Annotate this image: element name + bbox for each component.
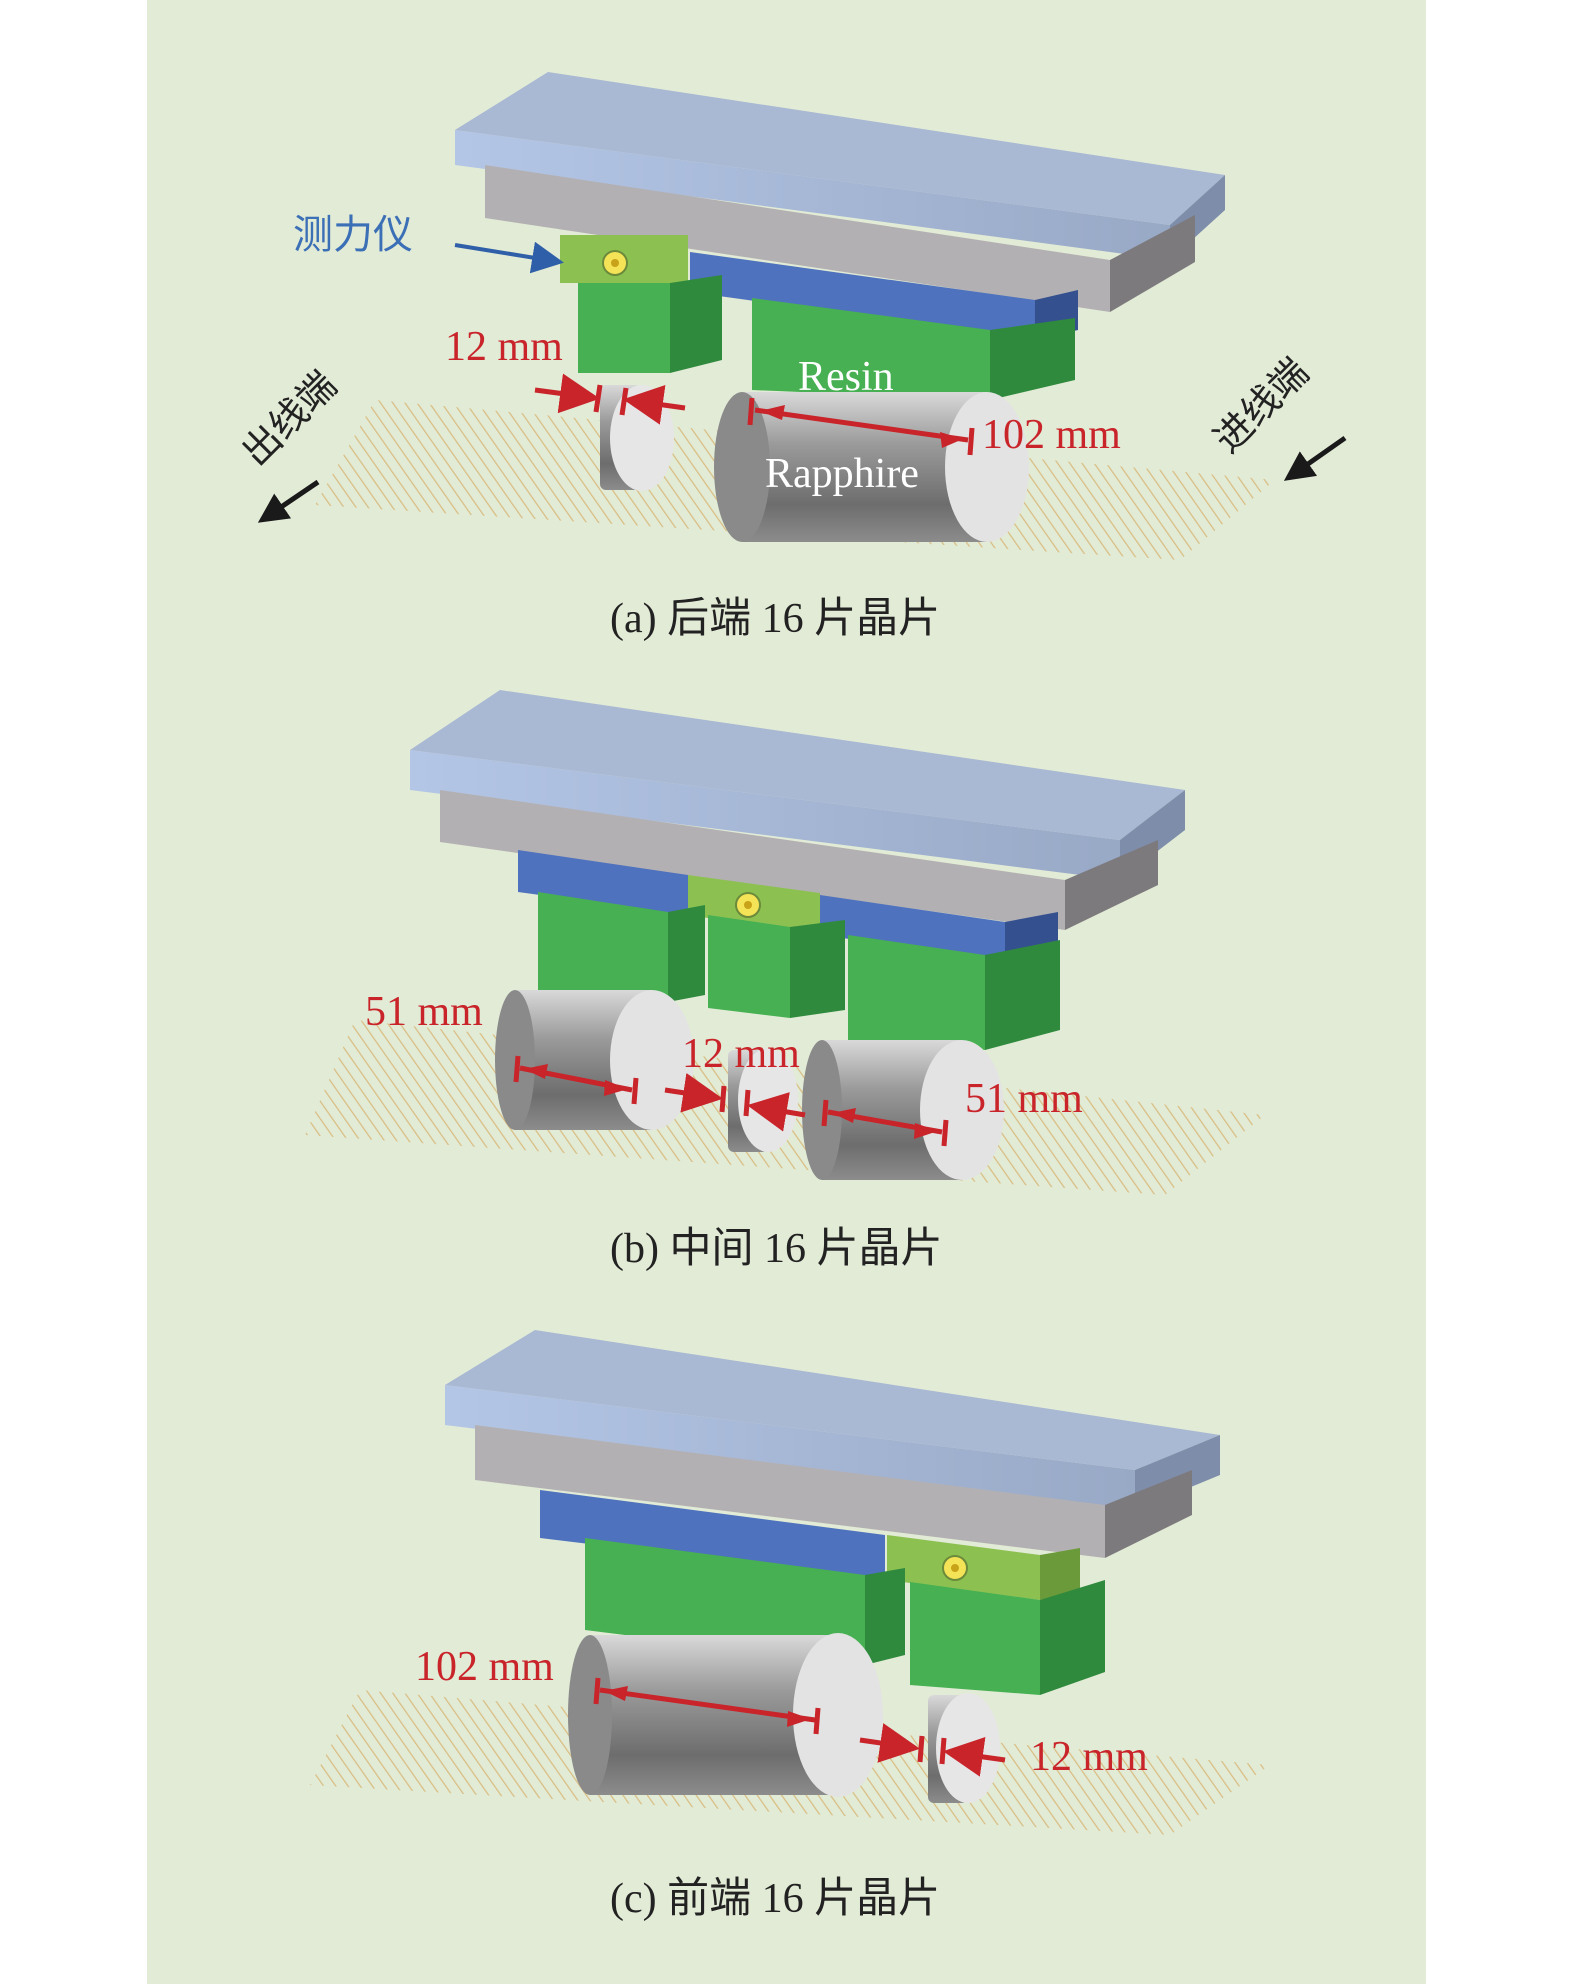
dim-line-c2-left	[859, 1723, 920, 1763]
green-block-left	[585, 1538, 865, 1665]
cylinder-left-face	[610, 990, 694, 1130]
label-outlet-end: 出线端	[233, 363, 345, 475]
green-block-left	[538, 892, 668, 1002]
label-resin: Resin	[798, 354, 894, 400]
top-plate-top	[455, 72, 1225, 225]
dim-line-c1	[599, 1687, 816, 1723]
mid-plate	[475, 1425, 1105, 1558]
inlet-arrow	[1283, 435, 1347, 481]
green-block-right	[752, 298, 990, 400]
dim-line-c2-right	[943, 1737, 1006, 1777]
mid-plate-side	[1065, 840, 1158, 930]
dynamometer-arrow	[454, 241, 564, 274]
caption-b: (b) 中间 16 片晶片	[610, 1226, 942, 1272]
top-plate-top	[410, 690, 1185, 840]
panel-a: 测力仪 12 mm 102 mm Resin Rapphire 出线端 进线端 …	[233, 72, 1347, 642]
dim-line-a2	[754, 407, 969, 443]
caption-a: (a) 后端 16 片晶片	[610, 596, 940, 642]
dim-label-c1: 102 mm	[415, 1644, 554, 1690]
blue-bar	[690, 252, 1035, 340]
cylinder-right-face	[920, 1040, 1004, 1180]
blue-bar	[540, 1490, 885, 1580]
dim-label-a1: 12 mm	[445, 324, 563, 370]
dim-label-b3: 51 mm	[965, 1076, 1083, 1122]
dim-label-a2: 102 mm	[982, 412, 1121, 458]
top-plate-top	[445, 1330, 1220, 1470]
mid-plate-side	[1105, 1470, 1192, 1558]
dim-label-c2: 12 mm	[1030, 1734, 1148, 1780]
outlet-arrow	[257, 479, 320, 523]
green-block-middle	[708, 915, 790, 1018]
mid-plate	[485, 165, 1110, 312]
mid-plate-side	[1110, 215, 1195, 312]
top-plate	[455, 130, 1170, 260]
top-plate	[445, 1385, 1135, 1510]
label-sapphire: Rapphire	[765, 451, 919, 497]
green-block-right	[910, 1582, 1040, 1695]
large-cylinder-face	[793, 1633, 883, 1797]
panel-c: 102 mm 12 mm (c) 前端 16 片晶片	[310, 1330, 1270, 1922]
dim-line-b2-right	[747, 1092, 806, 1132]
dim-line-a1-right	[623, 385, 686, 425]
dim-line-a1-left	[534, 373, 600, 414]
top-plate	[410, 750, 1120, 880]
green-block-left	[578, 283, 670, 373]
panel-b: 51 mm 12 mm 51 mm (b) 中间 16 片晶片	[305, 690, 1265, 1272]
caption-c: (c) 前端 16 片晶片	[610, 1876, 940, 1922]
blue-bar-left	[518, 850, 688, 915]
green-block-right	[848, 935, 985, 1050]
dim-label-b1: 51 mm	[365, 989, 483, 1035]
dim-line-b2-left	[664, 1073, 723, 1113]
large-cylinder-face	[945, 392, 1029, 542]
mid-plate	[440, 790, 1065, 930]
label-dynamometer: 测力仪	[293, 212, 413, 258]
blue-bar-right	[820, 895, 1005, 960]
label-inlet-end: 进线端	[1205, 350, 1317, 462]
dim-label-b2: 12 mm	[682, 1031, 800, 1077]
